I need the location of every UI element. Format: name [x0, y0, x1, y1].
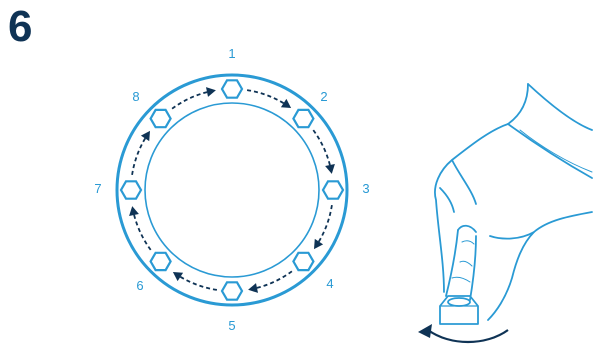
bolt-hexagon-icon: [149, 108, 172, 129]
sequence-arrowhead: [248, 283, 258, 293]
bolt-hexagon-icon: [292, 251, 315, 272]
tightening-sequence-arrows: [129, 87, 335, 293]
bolt-hexagon-icon: [119, 180, 143, 200]
step-number: 6: [8, 2, 33, 51]
sequence-arrowhead: [325, 164, 335, 174]
bolt-hexagon-icon: [220, 79, 244, 99]
bolt-hexagon-icon: [149, 251, 172, 272]
sequence-arrowhead: [206, 87, 216, 97]
sequence-arrow-line: [312, 129, 332, 171]
bolt-label-8: 8: [132, 89, 139, 104]
sequence-arrowhead: [280, 98, 292, 108]
flange-inner-ring: [144, 102, 320, 278]
sequence-arrow-line: [175, 273, 218, 291]
hand-illustration: [434, 83, 593, 325]
bolt-label-4: 4: [326, 276, 333, 291]
sequence-arrow-line: [251, 270, 293, 290]
sequence-arrowhead: [140, 130, 150, 142]
flange-outer-ring: [115, 73, 349, 307]
bolt-label-3: 3: [362, 181, 369, 196]
sequence-arrowhead: [129, 206, 139, 216]
rotation-arrow-icon: [418, 324, 509, 344]
bolt-hexagon-icon: [220, 281, 244, 301]
bolt-hexagon-icon: [292, 108, 315, 129]
bolt-hexagon-icon: [321, 180, 345, 200]
bolt-label-6: 6: [136, 278, 143, 293]
sequence-arrow-line: [131, 133, 149, 176]
sequence-arrow-line: [132, 209, 152, 251]
sequence-arrowhead: [172, 272, 184, 282]
bolt-label-1: 1: [228, 46, 235, 61]
bolt-number-labels: 1 2 3 4 5 6 7 8: [94, 46, 369, 333]
bolt-group: [119, 79, 345, 301]
bolt-label-7: 7: [94, 181, 101, 196]
sequence-arrow-line: [315, 204, 333, 247]
sequence-arrow-line: [246, 89, 289, 107]
bolt-label-5: 5: [228, 318, 235, 333]
bolt-label-2: 2: [320, 89, 327, 104]
sequence-arrow-line: [171, 90, 213, 110]
sequence-arrowhead: [314, 238, 324, 250]
